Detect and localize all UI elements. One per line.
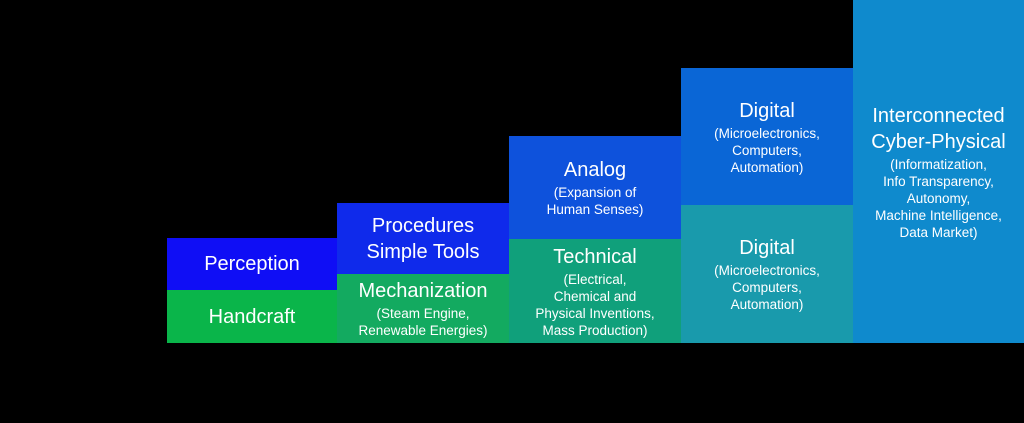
- block-subtitle: (Informatization, Info Transparency, Aut…: [875, 156, 1002, 240]
- stage-4-upper-block: Digital (Microelectronics, Computers, Au…: [681, 68, 853, 205]
- block-subtitle: (Microelectronics, Computers, Automation…: [714, 125, 820, 175]
- stage-1-lower-block: Handcraft: [167, 290, 337, 343]
- stage-3-upper-block: Analog (Expansion of Human Senses): [509, 136, 681, 239]
- stage-column-2: Procedures Simple Tools Mechanization (S…: [337, 203, 509, 343]
- stage-2-lower-block: Mechanization (Steam Engine, Renewable E…: [337, 274, 509, 343]
- block-subtitle: (Electrical, Chemical and Physical Inven…: [535, 271, 655, 338]
- block-title: Analog: [563, 159, 627, 181]
- block-title: Perception: [204, 253, 300, 275]
- block-title: Handcraft: [208, 305, 296, 328]
- stage-4-lower-block: Digital (Microelectronics, Computers, Au…: [681, 205, 853, 343]
- block-title: Digital: [739, 237, 795, 259]
- block-title: Mechanization: [358, 280, 488, 302]
- block-subtitle: (Expansion of Human Senses): [546, 185, 644, 217]
- block-title: Digital: [739, 99, 795, 122]
- stage-2-upper-block: Procedures Simple Tools: [337, 203, 509, 274]
- block-title: Interconnected Cyber-Physical: [871, 104, 1006, 153]
- stage-column-4: Digital (Microelectronics, Computers, Au…: [681, 68, 853, 343]
- stage-column-1: Perception Handcraft: [167, 238, 337, 343]
- block-title: Procedures Simple Tools: [366, 214, 480, 263]
- stage-3-lower-block: Technical (Electrical, Chemical and Phys…: [509, 239, 681, 343]
- stage-1-upper-block: Perception: [167, 238, 337, 290]
- stage-5-block: Interconnected Cyber-Physical (Informati…: [853, 0, 1024, 343]
- block-subtitle: (Steam Engine, Renewable Energies): [358, 306, 488, 338]
- stage-column-3: Analog (Expansion of Human Senses) Techn…: [509, 136, 681, 343]
- block-subtitle: (Microelectronics, Computers, Automation…: [714, 263, 820, 312]
- stage-column-5: Interconnected Cyber-Physical (Informati…: [853, 0, 1024, 343]
- block-title: Technical: [553, 245, 637, 268]
